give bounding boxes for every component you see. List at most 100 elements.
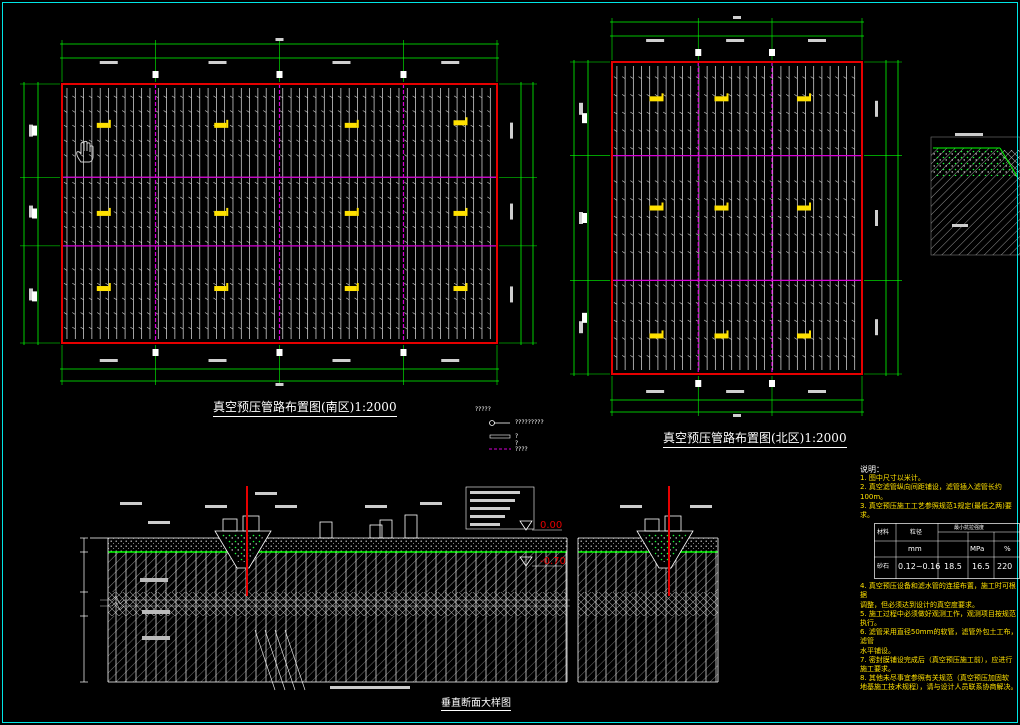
pipe-joint [263, 282, 267, 286]
pipe-joint [835, 129, 839, 132]
pipe-joint [296, 95, 300, 99]
pipe-joint [835, 147, 839, 150]
pipe-joint [671, 129, 675, 132]
pipe-joint [835, 355, 839, 358]
pipe-joint [229, 154, 234, 157]
pipe-joint [246, 139, 250, 143]
pipe-joint [453, 196, 458, 200]
pipe-joint [370, 124, 375, 128]
pipe-joint [703, 337, 708, 340]
pipe-joint [744, 129, 749, 132]
pipe-joint [470, 196, 474, 200]
pipe-joint [312, 326, 317, 330]
note-2: 2. 真空滤管纵向间距铺设，滤管插入滤管长约100m。 [860, 483, 1002, 501]
pump-outlet [695, 380, 702, 387]
pipe-joint [470, 282, 474, 286]
pipe-joint [80, 326, 84, 330]
pipe-joint [802, 198, 806, 201]
pipe-joint [720, 94, 724, 97]
pipe-joint [246, 240, 250, 244]
pipe-joint [671, 233, 675, 236]
pipe-joint [851, 302, 855, 305]
pipe-joint [229, 282, 234, 286]
pipe-joint [362, 225, 366, 229]
pipe-joint [354, 326, 358, 330]
pipe-joint [130, 124, 134, 128]
pipe-joint [321, 268, 325, 271]
pipe-joint [835, 302, 839, 305]
pipe-joint [138, 326, 142, 330]
pipe-joint [810, 198, 814, 201]
pipe-joint [337, 95, 342, 99]
pipe-joint [621, 215, 626, 219]
leader-label-mark [120, 502, 142, 505]
pipe-joint [736, 251, 741, 254]
pipe-joint [221, 326, 225, 330]
fill-layer [578, 552, 718, 592]
pipe-joint [105, 282, 109, 286]
pipe-joint [810, 251, 814, 254]
pipe-joint [105, 326, 109, 330]
sand-cushion [108, 538, 567, 552]
pipe-joint [654, 233, 659, 236]
pipe-joint [794, 180, 798, 183]
pipe-joint [412, 196, 416, 200]
pipe-joint [736, 355, 741, 358]
pipe-joint [337, 240, 342, 244]
dimension-text-mark [510, 203, 513, 220]
pipe-joint [287, 181, 292, 185]
pipe-joint [279, 110, 283, 113]
silt-layer [578, 592, 718, 616]
pipe-joint [121, 95, 126, 99]
pipe-joint [445, 312, 449, 315]
pipe-joint [412, 240, 416, 244]
pipe-joint [379, 211, 383, 214]
pipe-joint [97, 268, 101, 271]
pipe-joint [196, 326, 200, 330]
pipe-joint [80, 110, 84, 113]
pipe-joint [420, 225, 425, 229]
pipe-joint [851, 198, 855, 201]
pipe-joint [761, 319, 765, 323]
pipe-joint [180, 95, 184, 99]
pipe-joint [777, 180, 782, 183]
pipe-joint [621, 251, 626, 254]
pipe-joint [613, 355, 618, 358]
pipe-joint [329, 154, 333, 157]
pipe-joint [744, 337, 749, 340]
pipe-joint [354, 196, 358, 200]
pipe-joint [769, 215, 773, 219]
pipe-joint [654, 111, 659, 115]
pipe-joint [346, 312, 350, 315]
pipe-joint [679, 355, 683, 358]
pipe-joint [121, 110, 126, 113]
pipe-joint [346, 282, 350, 286]
pipe-joint [287, 312, 292, 315]
pipe-joint [728, 180, 732, 183]
pipe-joint [826, 319, 831, 323]
pipe-joint [679, 76, 683, 79]
pipe-joint [671, 251, 675, 254]
pipe-joint [753, 233, 757, 236]
pipe-joint [613, 129, 618, 132]
pipe-joint [777, 319, 782, 323]
pipe-joint [753, 76, 757, 79]
pipe-joint [213, 225, 217, 229]
zone-tag [661, 330, 664, 339]
pipe-joint [470, 211, 474, 214]
pipe-joint [204, 110, 209, 113]
pipe-joint [72, 326, 76, 330]
pipe-joint [287, 124, 292, 128]
sandbag [222, 518, 238, 532]
note-7b: 施工要求。 [860, 665, 895, 674]
pipe-joint [271, 225, 275, 229]
pump-outlet [152, 71, 159, 78]
pipe-joint [654, 251, 659, 254]
pipe-joint [130, 268, 134, 271]
pipe-joint [753, 215, 757, 219]
pump-outlet [769, 380, 775, 387]
pipe-joint [263, 124, 267, 128]
pipe-joint [204, 297, 209, 301]
zone-tag [809, 202, 811, 211]
pipe-joint [229, 211, 234, 214]
